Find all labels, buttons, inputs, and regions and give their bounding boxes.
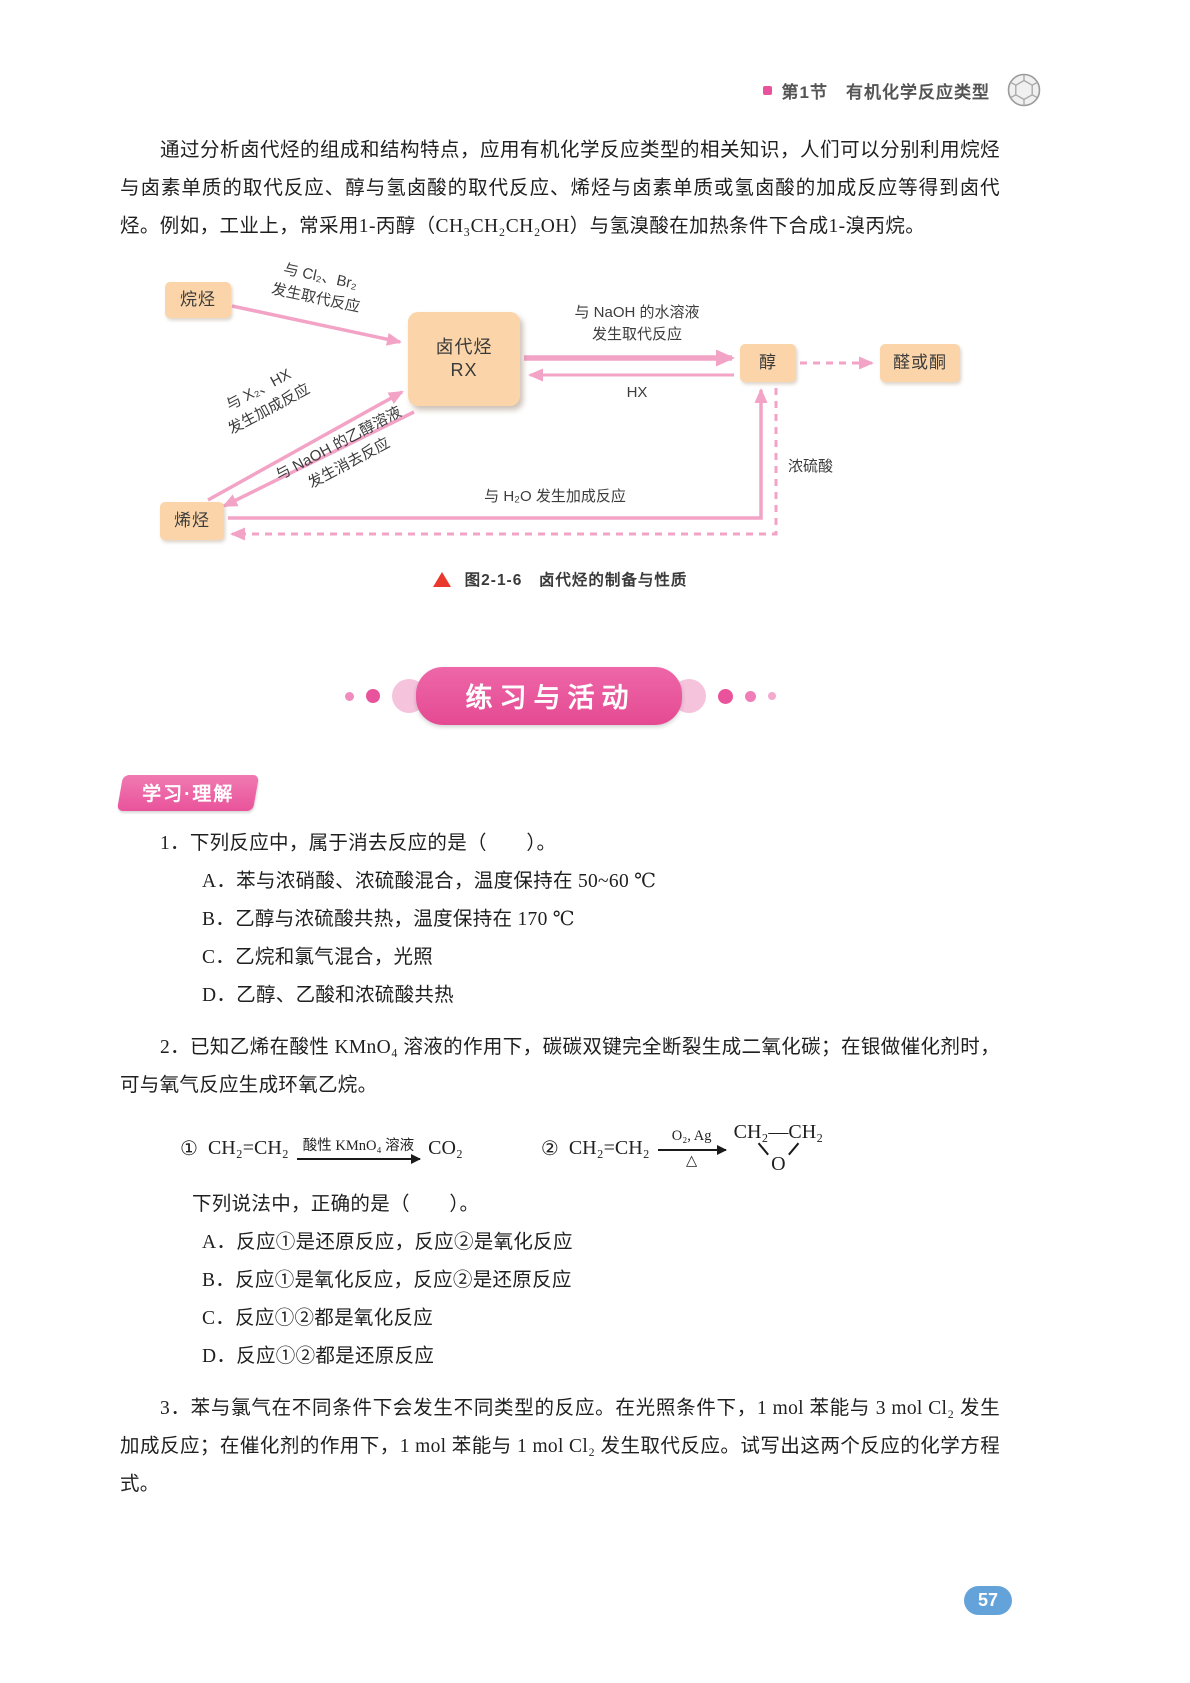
epoxide-top-text: CH₂—CH₂ bbox=[733, 1121, 824, 1143]
reaction-2-number: ② bbox=[540, 1138, 559, 1160]
arrow-haloalkane-to-alkene bbox=[222, 410, 415, 508]
exercise-banner-title: 练习与活动 bbox=[415, 667, 682, 725]
node-alkane: 烷烃 bbox=[165, 282, 231, 318]
node-alcohol: 醇 bbox=[740, 344, 796, 382]
question-2-option-d: D．反应①②都是还原反应 bbox=[202, 1346, 435, 1367]
haloalkane-reaction-diagram: 烷烃 卤代烃 RX 醇 醛或酮 烯烃 与 Cl₂、Br₂ 发生取代反应 与 X₂… bbox=[120, 261, 1000, 562]
decorative-dot bbox=[744, 690, 756, 702]
reaction-2-condition-bottom: △ bbox=[686, 1152, 698, 1169]
question-2-prompt: 下列说法中，正确的是（ ）。 bbox=[192, 1194, 480, 1215]
page-number: 57 bbox=[977, 1590, 999, 1610]
section-bullet-icon bbox=[762, 85, 772, 95]
reaction-2-condition-top: O₂, Ag bbox=[671, 1128, 712, 1145]
decorative-dot bbox=[717, 688, 733, 704]
decorative-dot bbox=[344, 691, 354, 701]
exercise-banner: 练习与活动 bbox=[120, 667, 1000, 725]
page-number-badge: 57 bbox=[964, 1586, 1012, 1615]
learning-badge-row: 学习·理解 bbox=[116, 775, 1000, 811]
page-content: 通过分析卤代烃的组成和结构特点，应用有机化学反应类型的相关知识，人们可以分别利用… bbox=[116, 140, 1000, 1504]
figure-caption: 图2-1-6 卤代烃的制备与性质 bbox=[120, 568, 1000, 591]
arrow-alcohol-to-alkene bbox=[230, 388, 778, 541]
reaction-1-reactant: CH₂=CH₂ bbox=[207, 1137, 289, 1159]
reaction-equation-2: ② CH₂=CH₂ O₂, Ag △ CH₂—CH₂ O bbox=[541, 1121, 823, 1176]
arrow-alkene-to-alcohol bbox=[228, 388, 768, 520]
reaction-arrow-line bbox=[296, 1154, 422, 1165]
page-header: 第1节 有机化学反应类型 bbox=[762, 70, 1044, 110]
epoxide-structure: CH₂—CH₂ O bbox=[734, 1121, 824, 1176]
reaction-1-arrow: 酸性 KMnO₄ 溶液 bbox=[296, 1137, 422, 1165]
edge-label-addition-h2o: 与 H₂O 发生加成反应 bbox=[484, 488, 626, 505]
fullerene-icon bbox=[1007, 73, 1041, 107]
decorative-dot bbox=[365, 689, 380, 703]
edge-label-hx: HX bbox=[626, 384, 648, 401]
question-2-stem: 2．已知乙烯在酸性 KMnO₄ 溶液的作用下，碳碳双键完全断裂生成二氧化碳；在银… bbox=[120, 1037, 1000, 1096]
question-1-option-d: D．乙醇、乙酸和浓硫酸共热 bbox=[202, 985, 454, 1006]
question-1-option-a: A．苯与浓硝酸、浓硫酸混合，温度保持在 50~60 ℃ bbox=[202, 871, 657, 892]
reaction-2-reactant: CH₂=CH₂ bbox=[568, 1137, 650, 1159]
question-1-option-b: B．乙醇与浓硫酸共热，温度保持在 170 ℃ bbox=[202, 909, 575, 930]
question-2-option-b: B．反应①是氧化反应，反应②是还原反应 bbox=[202, 1270, 572, 1291]
bond-line bbox=[788, 1142, 800, 1156]
diagram-arrows bbox=[207, 304, 874, 541]
reaction-1-product: CO₂ bbox=[428, 1137, 463, 1159]
bond-line bbox=[757, 1142, 769, 1156]
reaction-1-number: ① bbox=[180, 1138, 198, 1160]
reaction-arrow-line bbox=[657, 1144, 727, 1155]
question-1: 1．下列反应中，属于消去反应的是（ ）。 A．苯与浓硝酸、浓硫酸混合，温度保持在… bbox=[120, 825, 1000, 1015]
arrow-alkane-to-haloalkane bbox=[231, 304, 402, 346]
question-1-stem: 1．下列反应中，属于消去反应的是（ ）。 bbox=[159, 833, 557, 854]
question-3: 3．苯与氯气在不同条件下会发生不同类型的反应。在光照条件下，1 mol 苯能与 … bbox=[120, 1390, 1000, 1504]
node-haloalkane: 卤代烃 RX bbox=[408, 312, 520, 406]
section-title: 第1节 有机化学反应类型 bbox=[781, 82, 990, 102]
epoxide-oxygen-text: O bbox=[771, 1153, 786, 1175]
node-aldehyde-or-ketone: 醛或酮 bbox=[880, 344, 960, 382]
reaction-1-condition: 酸性 KMnO₄ 溶液 bbox=[302, 1137, 415, 1154]
figure-caption-text: 图2-1-6 卤代烃的制备与性质 bbox=[464, 572, 688, 589]
learning-badge-label: 学习·理解 bbox=[142, 784, 235, 805]
learning-badge: 学习·理解 bbox=[116, 775, 260, 811]
edge-label-conc-sulfuric-acid: 浓硫酸 bbox=[788, 458, 834, 475]
question-2-equations: ① CH₂=CH₂ 酸性 KMnO₄ 溶液 CO₂ ② CH₂=CH₂ O₂, … bbox=[180, 1121, 1000, 1176]
intro-paragraph: 通过分析卤代烃的组成和结构特点，应用有机化学反应类型的相关知识，人们可以分别利用… bbox=[120, 140, 1000, 237]
edge-label-substitution-naoh-aq: 与 NaOH 的水溶液 发生取代反应 bbox=[574, 304, 700, 343]
decorative-dot bbox=[767, 692, 776, 700]
question-1-option-c: C．乙烷和氯气混合，光照 bbox=[202, 947, 434, 968]
question-2-option-a: A．反应①是还原反应，反应②是氧化反应 bbox=[202, 1232, 573, 1253]
question-3-stem: 3．苯与氯气在不同条件下会发生不同类型的反应。在光照条件下，1 mol 苯能与 … bbox=[120, 1398, 1000, 1495]
figure-marker-icon bbox=[432, 572, 451, 587]
question-2-option-c: C．反应①②都是氧化反应 bbox=[202, 1308, 434, 1329]
node-alkene: 烯烃 bbox=[160, 502, 224, 540]
reaction-2-arrow: O₂, Ag △ bbox=[657, 1127, 727, 1169]
question-2: 2．已知乙烯在酸性 KMnO₄ 溶液的作用下，碳碳双键完全断裂生成二氧化碳；在银… bbox=[120, 1029, 1000, 1376]
reaction-equation-1: ① CH₂=CH₂ 酸性 KMnO₄ 溶液 CO₂ bbox=[180, 1136, 463, 1165]
arrow-alkene-to-haloalkane bbox=[207, 390, 404, 502]
